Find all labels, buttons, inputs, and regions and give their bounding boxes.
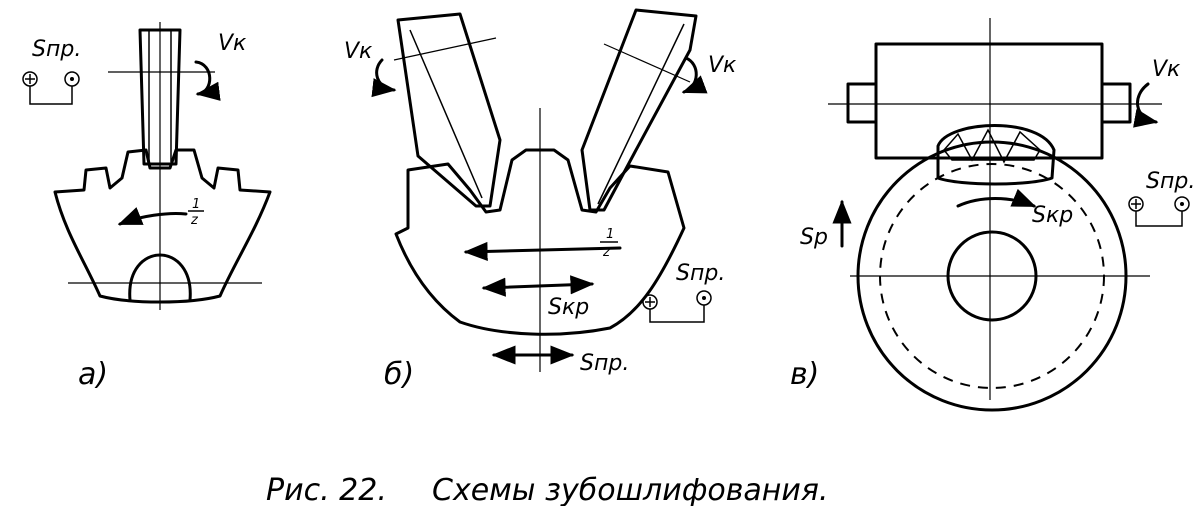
svg-text:z: z [602, 245, 611, 260]
svg-text:1: 1 [606, 227, 614, 242]
worm-wheel-v [846, 42, 1132, 160]
circular-feed-label-v: Sкр [1032, 203, 1073, 228]
rotation-arrow-left-b [371, 58, 397, 98]
figure-number: Рис. 22. [266, 473, 387, 506]
fraction-a: 1 z [188, 197, 204, 228]
rotation-label-right-b: Vк [708, 53, 737, 78]
rotation-arrow-right-b [681, 56, 708, 94]
grinding-wheel-right-b [580, 8, 698, 212]
figure-title: Схемы зубошлифования. [432, 473, 828, 506]
feed-label-b: Sпр. [676, 261, 725, 286]
feed-symbol-b [642, 290, 712, 323]
rotation-label-a: Vк [218, 31, 247, 56]
panel-b: Vк Vк 1 z Sкр Sпр. [344, 8, 737, 392]
gear-pitch-circle-v [879, 163, 1105, 389]
feed-symbol-v [1128, 196, 1190, 227]
gear-bore-v [946, 230, 1038, 322]
rotation-arrow-v [1133, 82, 1159, 128]
radial-feed-label-v: Sр [800, 225, 828, 250]
gear-segment-b [394, 148, 686, 336]
panel-label-v: в) [790, 357, 819, 392]
rotation-arrow-a [194, 60, 221, 101]
gear-hub-a [128, 253, 192, 302]
feed-label-a: Sпр. [32, 37, 81, 62]
feed-label-v: Sпр. [1146, 169, 1195, 194]
feed-symbol-a [22, 71, 80, 105]
svg-text:1: 1 [192, 197, 200, 212]
rotation-label-v: Vк [1152, 57, 1181, 82]
svg-text:z: z [190, 213, 199, 228]
gear-segment-a [53, 148, 272, 304]
panel-label-b: б) [384, 357, 414, 392]
rotation-label-left-b: Vк [344, 39, 373, 64]
circular-feed-label-b: Sкр [548, 295, 589, 320]
circular-feed-arrow-b [481, 275, 595, 297]
panel-v: Vк Sкр Sр Sпр. в) [790, 18, 1195, 412]
grinding-wheel-a [138, 28, 182, 166]
circular-feed-arrow-v [956, 188, 1037, 208]
panel-label-a: а) [78, 357, 108, 392]
bottom-feed-label-b: Sпр. [580, 351, 629, 376]
panel-a: Sпр. Vк 1 z а) [22, 22, 272, 392]
contact-zone-v [936, 124, 1056, 186]
gear-outer-circle-v [856, 140, 1128, 412]
indexing-arrow-b [463, 241, 622, 262]
fraction-b: 1 z [600, 227, 618, 260]
indexing-arrow-a [117, 207, 188, 226]
grinding-wheel-left-b [393, 12, 502, 208]
